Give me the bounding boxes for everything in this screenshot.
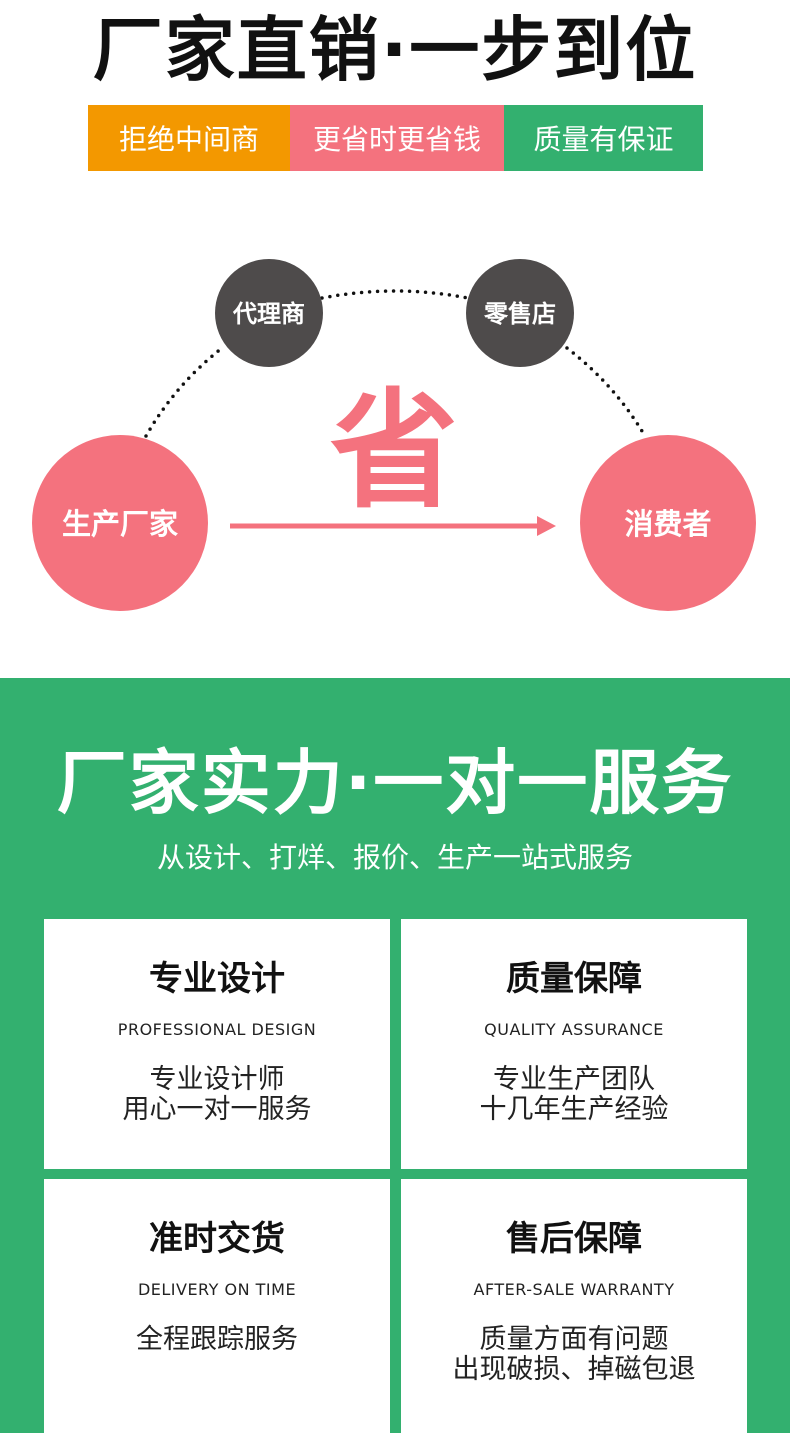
card-subtitle-en: DELIVERY ON TIME <box>137 1280 297 1299</box>
agent-node <box>215 259 323 367</box>
card-description: 专业生产团队 十几年生产经验 <box>401 1065 747 1125</box>
card-description: 专业设计师 用心一对一服务 <box>44 1065 390 1125</box>
card-title: 专业设计 <box>149 959 285 999</box>
dotted-arc-left <box>144 346 224 438</box>
card-description: 质量方面有问题 出现破损、掉磁包退 <box>401 1325 747 1385</box>
card-description: 全程跟踪服务 <box>44 1325 390 1355</box>
card-delivery-on-time: 准时交货 DELIVERY ON TIME 全程跟踪服务 <box>44 1179 390 1433</box>
card-subtitle-en: AFTER-SALE WARRANTY <box>473 1280 675 1299</box>
headline: 厂家直销·一步到位 <box>92 9 698 91</box>
card-line: 专业设计师 <box>149 1064 285 1095</box>
direct-sales-section: 厂家直销·一步到位 拒绝中间商 更省时更省钱 质量有保证 代理商 零售店 省 生… <box>0 0 790 678</box>
producer-label: 生产厂家 <box>62 507 178 541</box>
card-title: 质量保障 <box>506 959 642 999</box>
card-line: 质量方面有问题 <box>479 1324 669 1355</box>
card-after-sale-warranty: 售后保障 AFTER-SALE WARRANTY 质量方面有问题 出现破损、掉磁… <box>401 1179 747 1433</box>
tag-no-middleman: 拒绝中间商 <box>88 105 290 171</box>
retailer-node <box>466 259 574 367</box>
producer-node <box>32 435 208 611</box>
direct-arrow-head <box>537 516 556 536</box>
strength-section: 厂家实力·一对一服务 从设计、打烊、报价、生产一站式服务 专业设计 PROFES… <box>0 678 790 1433</box>
dotted-arc-top <box>320 289 470 300</box>
card-title: 准时交货 <box>149 1219 285 1259</box>
card-line: 专业生产团队 <box>493 1064 655 1095</box>
consumer-node <box>580 435 756 611</box>
strength-title: 厂家实力·一对一服务 <box>56 742 734 824</box>
agent-label: 代理商 <box>232 300 305 328</box>
dotted-arc-right <box>565 346 647 438</box>
retailer-label: 零售店 <box>483 300 556 328</box>
tag-save-time-money: 更省时更省钱 <box>290 105 504 171</box>
card-line: 用心一对一服务 <box>122 1094 312 1125</box>
strength-subtitle: 从设计、打烊、报价、生产一站式服务 <box>156 841 633 874</box>
card-subtitle-en: QUALITY ASSURANCE <box>484 1020 664 1039</box>
card-line: 出现破损、掉磁包退 <box>452 1354 696 1385</box>
tag-bar: 拒绝中间商 更省时更省钱 质量有保证 <box>88 105 703 171</box>
card-professional-design: 专业设计 PROFESSIONAL DESIGN 专业设计师 用心一对一服务 <box>44 919 390 1169</box>
consumer-label: 消费者 <box>624 507 711 541</box>
card-line: 十几年生产经验 <box>479 1094 669 1125</box>
card-title: 售后保障 <box>506 1219 642 1259</box>
card-quality-assurance: 质量保障 QUALITY ASSURANCE 专业生产团队 十几年生产经验 <box>401 919 747 1169</box>
supply-chain-diagram: 代理商 零售店 省 生产厂家 消费者 <box>32 259 756 611</box>
card-line: 全程跟踪服务 <box>136 1324 298 1355</box>
tag-quality-guarantee: 质量有保证 <box>504 105 703 171</box>
card-subtitle-en: PROFESSIONAL DESIGN <box>117 1020 317 1039</box>
save-glyph: 省 <box>330 377 458 526</box>
